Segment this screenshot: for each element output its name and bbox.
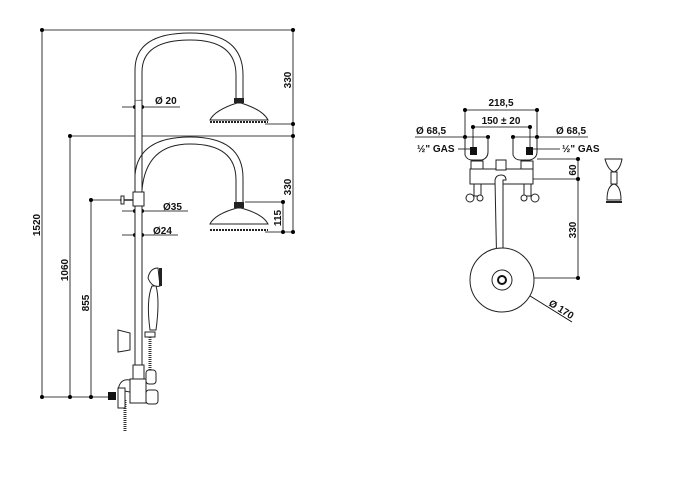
dim-upper-330: 330 bbox=[283, 71, 294, 88]
dimension-lines bbox=[41, 29, 294, 398]
wall-mixer-front-view: 218,5 150 ± 20 Ø 68,5 Ø 68,5 ½" GAS ½" G… bbox=[415, 98, 623, 323]
lower-head-connector bbox=[234, 202, 244, 208]
dim-330: 330 bbox=[568, 221, 579, 238]
dim-left-flange: Ø 68,5 bbox=[416, 126, 446, 137]
upper-arm-outer bbox=[134, 32, 244, 100]
dim-right-flange: Ø 68,5 bbox=[556, 126, 586, 137]
lower-shower-head bbox=[209, 207, 269, 225]
upper-head-connector bbox=[234, 98, 244, 103]
label-right-gas: ½" GAS bbox=[562, 144, 600, 155]
dim-arm-diameter: Ø 20 bbox=[155, 96, 177, 107]
label-left-gas: ½" GAS bbox=[417, 144, 455, 155]
dim-1520: 1520 bbox=[32, 213, 43, 236]
lower-arm-inner bbox=[141, 143, 237, 202]
wall-bracket bbox=[117, 329, 131, 353]
dim-lower-330: 330 bbox=[283, 178, 294, 195]
shower-rose-side-view bbox=[604, 158, 623, 203]
upper-arm-inner bbox=[141, 39, 237, 100]
dim-rose-diameter: Ø 170 bbox=[546, 298, 575, 322]
dim-855: 855 bbox=[81, 294, 92, 311]
hand-shower bbox=[123, 267, 162, 432]
dim-218-5: 218,5 bbox=[488, 98, 513, 109]
lower-arm-outer bbox=[134, 136, 244, 202]
upper-shower-head bbox=[209, 102, 269, 121]
dim-1060: 1060 bbox=[60, 258, 71, 281]
dim-60: 60 bbox=[568, 164, 579, 176]
dim-riser-diameter: Ø24 bbox=[153, 226, 172, 237]
dim-115: 115 bbox=[273, 209, 284, 226]
dim-150-20: 150 ± 20 bbox=[482, 116, 521, 127]
diverter bbox=[132, 191, 145, 207]
thermostatic-mixer bbox=[108, 364, 159, 409]
dim-diverter-diameter: Ø35 bbox=[163, 202, 182, 213]
shower-column-side-view: 1520 1060 855 330 330 115 Ø 20 Ø35 Ø24 bbox=[32, 28, 295, 432]
riser-pipe bbox=[134, 99, 143, 376]
